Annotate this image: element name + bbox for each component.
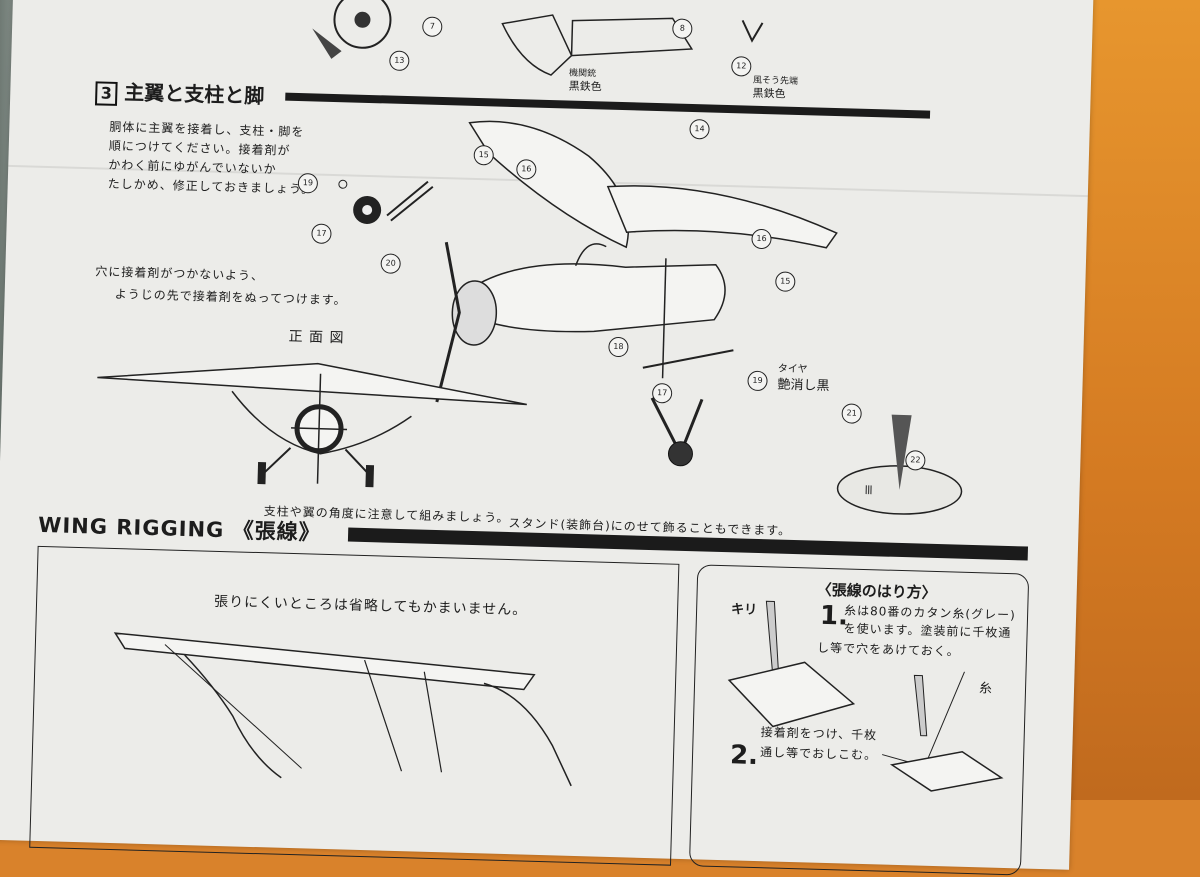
instruction-sheet: 13 7 8 12 機関銃 黒鉄色 風そう先端 黒鉄色 3 主翼と支柱と脚 胴体… (0, 0, 1094, 876)
stand-drawing: Ⅲ (836, 414, 963, 515)
step2-drawing (882, 671, 1004, 792)
step2-line-1: 接着剤をつけ、千枚 (760, 725, 878, 743)
glue-note-line-2: ようじの先で接着剤をぬってつけます。 (114, 286, 347, 308)
instruction-line-2: 順につけてください。接着剤が (108, 138, 291, 158)
svg-text:Ⅲ: Ⅲ (864, 483, 873, 497)
wheel-parts-drawing (338, 179, 434, 224)
section-title: 3 主翼と支柱と脚 (94, 75, 265, 110)
top-engine-drawing (312, 0, 764, 76)
rigging-title-jp: 《張線》 (232, 518, 321, 545)
front-view-label: 正 面 図 (288, 328, 345, 347)
tire-color-label: 艶消し黒 (777, 377, 830, 394)
step2-line-2: 通し等でおしこむ。 (759, 745, 878, 763)
section-heading-bar (285, 92, 931, 119)
part-number-19-left: 19 (297, 173, 319, 194)
instruction-line-3: かわく前にゆがんでいないか (108, 157, 277, 177)
aircraft-assembly-drawing (435, 120, 838, 467)
glue-note-line-1: 穴に接着剤がつかないよう、 (95, 264, 265, 284)
step1-drawing (727, 600, 856, 728)
part-number-20: 20 (380, 253, 401, 274)
step2-number: 2. (729, 740, 759, 772)
label-machine-gun-color: 黒鉄色 (568, 79, 602, 94)
rigging-aircraft-drawing (113, 632, 572, 787)
label-windmill-tip-color: 黒鉄色 (752, 86, 786, 101)
section-title-text: 主翼と支柱と脚 (123, 80, 265, 109)
rigging-title-en: WING RIGGING (37, 512, 225, 543)
section-number: 3 (94, 81, 118, 106)
instruction-line-4: たしかめ、修正しておきましょう。 (107, 176, 315, 197)
front-view-drawing (97, 362, 527, 488)
